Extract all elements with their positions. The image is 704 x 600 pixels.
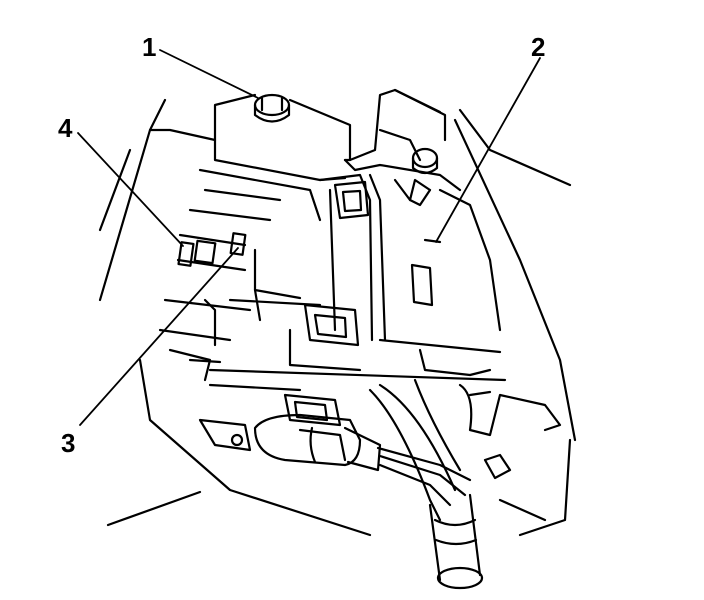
bolt bbox=[253, 93, 291, 123]
center-strap bbox=[288, 173, 374, 372]
module-housing bbox=[158, 168, 322, 382]
leader-line-3 bbox=[79, 247, 239, 426]
leader-line-2 bbox=[435, 57, 541, 243]
housing-outline bbox=[98, 93, 577, 537]
callout-3: 3 bbox=[61, 428, 76, 458]
leader-line-4 bbox=[77, 132, 184, 247]
leader-line-1 bbox=[159, 49, 259, 99]
upper-block bbox=[213, 88, 462, 192]
module-bracket bbox=[368, 173, 502, 377]
wire-harness bbox=[368, 378, 484, 590]
release-tab bbox=[229, 232, 247, 256]
lower-rail bbox=[188, 298, 507, 392]
callout-1: 1 bbox=[142, 32, 157, 62]
callout-4: 4 bbox=[58, 113, 73, 143]
stud-nut bbox=[411, 147, 439, 175]
leader-lines bbox=[77, 49, 541, 426]
harness-clip bbox=[458, 383, 562, 522]
connector bbox=[198, 393, 382, 472]
retaining-tab bbox=[177, 239, 217, 267]
callout-2: 2 bbox=[531, 32, 546, 62]
